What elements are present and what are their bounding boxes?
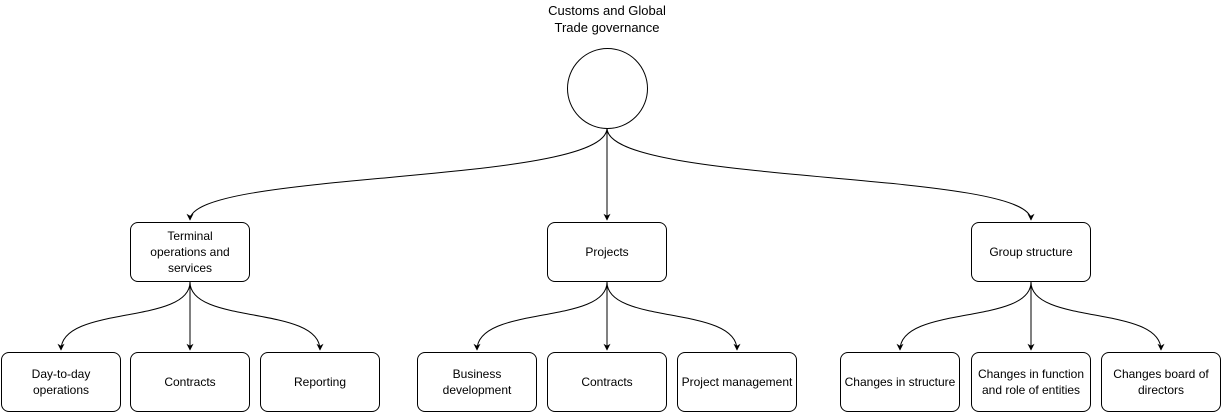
node-label: Projects xyxy=(585,245,629,259)
node-reporting[interactable]: Reporting xyxy=(260,352,380,412)
node-contracts-terminal[interactable]: Contracts xyxy=(130,352,250,412)
node-changes-structure[interactable]: Changes in structure xyxy=(840,352,960,412)
node-label: Project management xyxy=(681,375,793,389)
node-label: Contracts xyxy=(581,375,633,389)
root-label-line1: Customs and Global xyxy=(548,3,666,18)
node-label: Changes board of directors xyxy=(1113,367,1209,397)
node-label: Changes in structure xyxy=(844,375,956,389)
node-label: Group structure xyxy=(989,245,1073,259)
node-day-to-day[interactable]: Day-to-day operations xyxy=(1,352,121,412)
edge-terminal-reporting xyxy=(189,281,324,351)
node-label: Day-to-day operations xyxy=(31,367,91,397)
node-label: Contracts xyxy=(164,375,216,389)
node-label: Reporting xyxy=(293,375,347,389)
node-label: Changes in function and role of entities xyxy=(977,367,1085,397)
node-label: Business development xyxy=(442,367,512,397)
edge-root-group xyxy=(606,127,1035,221)
node-changes-board[interactable]: Changes board of directors xyxy=(1101,352,1221,412)
root-node-circle[interactable] xyxy=(567,48,648,129)
node-project-management[interactable]: Project management xyxy=(677,352,797,412)
edge-group-structure xyxy=(896,281,1032,351)
node-group-structure[interactable]: Group structure xyxy=(971,222,1091,282)
edge-group-board xyxy=(1030,281,1165,351)
edge-terminal-day xyxy=(57,281,191,351)
edge-root-terminal xyxy=(186,127,608,221)
node-changes-function[interactable]: Changes in function and role of entities xyxy=(971,352,1091,412)
root-label-line2: Trade governance xyxy=(554,20,660,35)
node-business-development[interactable]: Business development xyxy=(417,352,537,412)
node-terminal-operations[interactable]: Terminal operations and services xyxy=(130,222,250,282)
edge-projects-management xyxy=(606,281,741,351)
node-projects[interactable]: Projects xyxy=(547,222,667,282)
root-label: Customs and Global Trade governance xyxy=(507,2,707,36)
node-contracts-projects[interactable]: Contracts xyxy=(547,352,667,412)
node-label: Terminal operations and services xyxy=(150,229,230,275)
edge-projects-business xyxy=(473,281,608,351)
